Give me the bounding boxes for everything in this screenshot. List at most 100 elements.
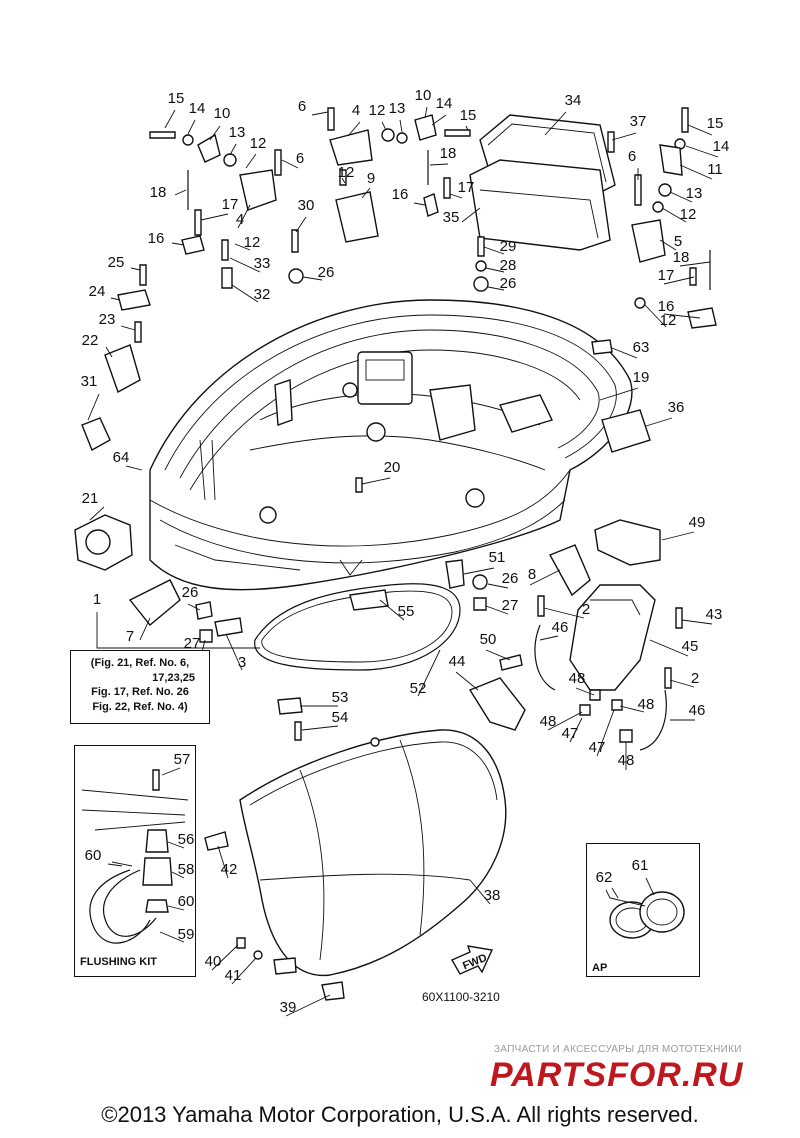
ap-parts (605, 877, 685, 939)
watermark-logo: PARTSFOR.RU (490, 1056, 744, 1092)
callout-12: 12 (369, 102, 386, 119)
callout-35: 35 (443, 209, 460, 226)
callout-58: 58 (178, 861, 195, 878)
callout-6: 6 (296, 150, 304, 167)
flushing-kit-label: FLUSHING KIT (80, 956, 157, 968)
callout-36: 36 (668, 399, 685, 416)
diagram-code: 60X1100-3210 (422, 990, 500, 1004)
fwd-arrow: FWD (451, 945, 494, 975)
callout-45: 45 (682, 638, 699, 655)
callout-13: 13 (229, 124, 246, 141)
ap-label: AP (592, 962, 608, 974)
note-line-3: Fig. 17, Ref. No. 26 (91, 686, 189, 698)
callout-16: 16 (392, 186, 409, 203)
callout-23: 23 (99, 311, 116, 328)
cover-49 (594, 519, 661, 566)
callout-15: 15 (168, 90, 185, 107)
callout-29: 29 (500, 238, 517, 255)
bracket-45 (569, 584, 656, 691)
callout-8: 8 (528, 566, 536, 583)
callout-14: 14 (189, 100, 206, 117)
callout-17: 17 (458, 179, 475, 196)
callout-51: 51 (489, 549, 506, 566)
callout-18: 18 (150, 184, 167, 201)
note-line-4: Fig. 22, Ref. No. 4) (92, 700, 188, 713)
callout-22: 22 (82, 332, 99, 349)
callout-27: 27 (502, 597, 519, 614)
bracket-8 (549, 544, 591, 597)
callout-54: 54 (332, 709, 349, 726)
callout-17: 17 (222, 196, 239, 213)
leader-lines (87, 106, 719, 1017)
callout-49: 49 (689, 514, 706, 531)
callout-41: 41 (225, 967, 242, 984)
callout-33: 33 (254, 255, 271, 272)
callout-4: 4 (236, 211, 244, 228)
callout-57: 57 (174, 751, 191, 768)
callout-48: 48 (569, 670, 586, 687)
callout-24: 24 (89, 283, 106, 300)
callout-48: 48 (540, 713, 557, 730)
plate-35 (469, 159, 611, 251)
callout-26: 26 (182, 584, 199, 601)
callout-30: 30 (298, 197, 315, 214)
callout-6: 6 (298, 98, 306, 115)
callout-12: 12 (680, 206, 697, 223)
bracket-22 (104, 344, 141, 394)
hose-46-b (639, 689, 667, 751)
callout-43: 43 (706, 606, 723, 623)
callout-26: 26 (502, 570, 519, 587)
callout-62: 62 (596, 869, 613, 886)
grommet-31 (81, 417, 111, 451)
callout-25: 25 (108, 254, 125, 271)
watermark-logo-text: PARTSFOR.RU (490, 1056, 744, 1092)
callout-27: 27 (184, 635, 201, 652)
hose-46-a (534, 624, 556, 691)
callout-10: 10 (214, 105, 231, 122)
callout-39: 39 (280, 999, 297, 1016)
callout-20: 20 (384, 459, 401, 476)
callout-50: 50 (480, 631, 497, 648)
callout-15: 15 (460, 107, 477, 124)
callout-37: 37 (630, 113, 647, 130)
reference-note: (Fig. 21, Ref. No. 6, 17,23,25 Fig. 17, … (70, 650, 210, 724)
callout-1: 1 (93, 591, 101, 608)
cowling-inner-bracket (357, 351, 413, 405)
note-line-2: 17,23,25 (152, 671, 195, 684)
callout-12: 12 (338, 164, 355, 181)
callout-26: 26 (318, 264, 335, 281)
callout-32: 32 (254, 286, 271, 303)
bracket-24 (117, 289, 151, 311)
callout-60: 60 (178, 893, 195, 910)
callout-6: 6 (628, 148, 636, 165)
ap-box (586, 843, 700, 977)
callout-44: 44 (449, 653, 466, 670)
callout-13: 13 (686, 185, 703, 202)
callout-38: 38 (484, 887, 501, 904)
callout-53: 53 (332, 689, 349, 706)
callout-61: 61 (632, 857, 649, 874)
callout-12: 12 (660, 312, 677, 329)
callout-48: 48 (618, 752, 635, 769)
callout-31: 31 (81, 373, 98, 390)
callout-48: 48 (638, 696, 655, 713)
callout-14: 14 (436, 95, 453, 112)
flushing-kit-parts (81, 767, 189, 944)
callout-34: 34 (565, 92, 582, 109)
callout-12: 12 (244, 234, 261, 251)
callout-47: 47 (562, 725, 579, 742)
callout-15: 15 (707, 115, 724, 132)
callout-55: 55 (398, 603, 415, 620)
callout-10: 10 (415, 87, 432, 104)
lower-cowling-cover (239, 729, 507, 977)
lever-7 (128, 579, 181, 626)
callout-5: 5 (674, 233, 682, 250)
holder-44 (468, 677, 526, 731)
callout-21: 21 (82, 490, 99, 507)
callout-4: 4 (352, 102, 360, 119)
callout-52: 52 (410, 680, 427, 697)
callout-46: 46 (552, 619, 569, 636)
callout-59: 59 (178, 926, 195, 943)
callout-19: 19 (633, 369, 650, 386)
